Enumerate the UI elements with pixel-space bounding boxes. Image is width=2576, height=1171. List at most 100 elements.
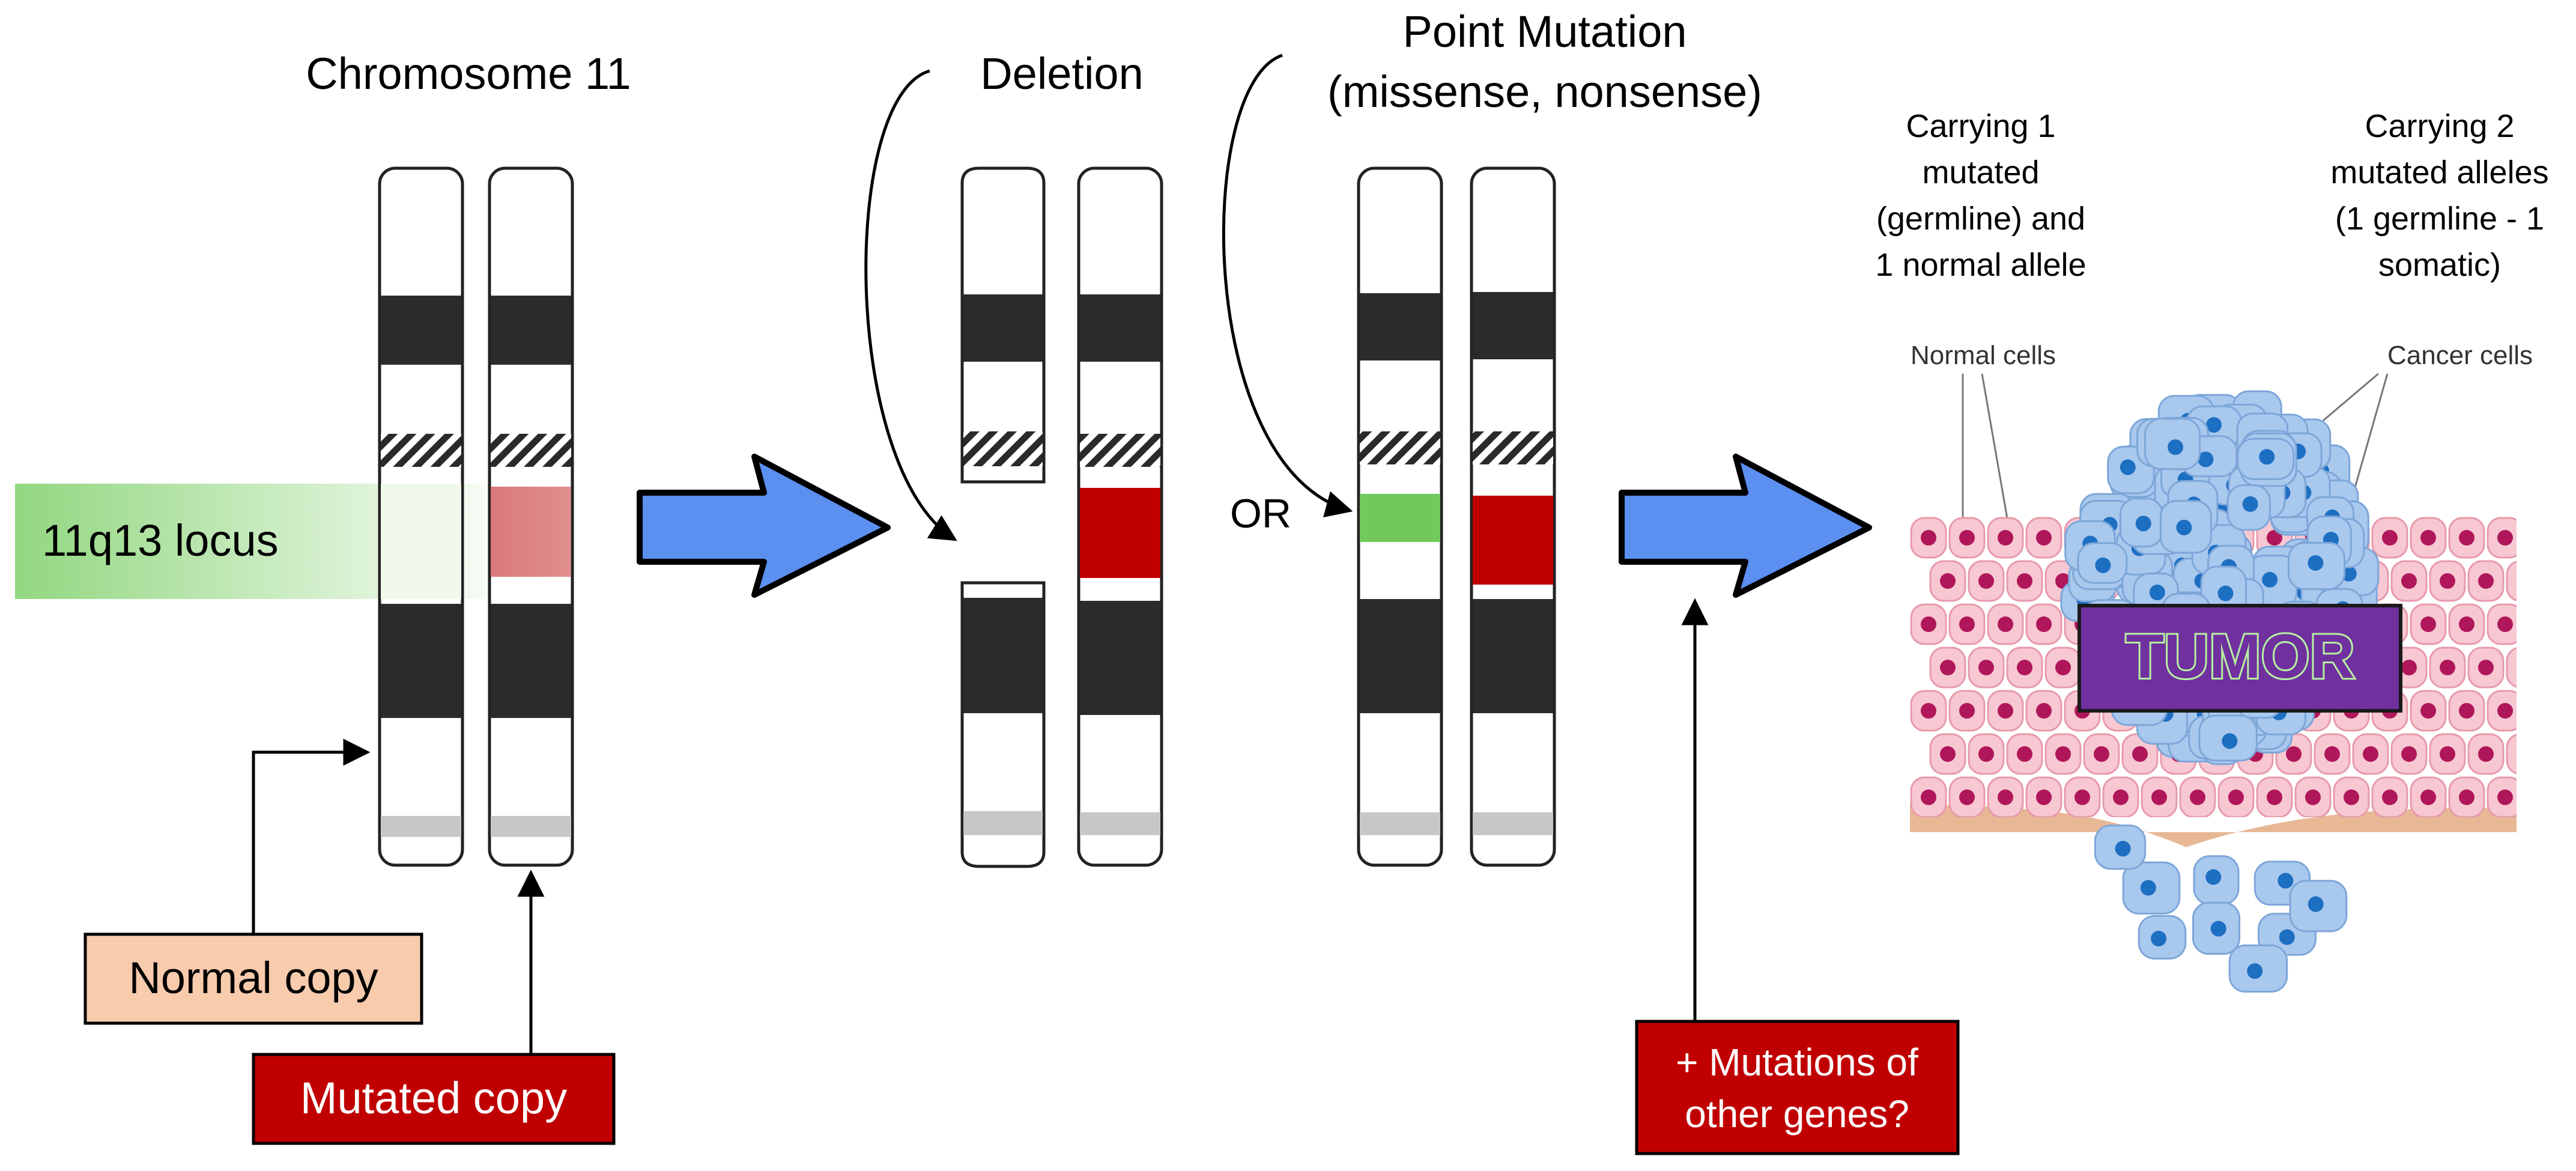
chromosome-normal-1 — [378, 166, 464, 867]
normal-cell — [2314, 733, 2351, 775]
other-mutations-line1: + Mutations of — [1676, 1041, 1918, 1084]
chromosome-mutated-3 — [1470, 166, 1556, 867]
svg-text:(germline) and: (germline) and — [1876, 201, 2085, 237]
cancer-cell — [2144, 418, 2201, 470]
normal-cell — [1910, 603, 1947, 645]
normal-cell — [2410, 690, 2447, 732]
normal-cell — [2352, 733, 2389, 775]
normal-cell — [2467, 646, 2505, 689]
normal-copy-box — [83, 932, 423, 1025]
progression-arrow-2 — [1619, 454, 1872, 598]
normal-cell — [2025, 690, 2062, 732]
normal-cells-label: Normal cells — [1911, 341, 2056, 370]
normal-cell — [1929, 733, 1966, 775]
normal-cell — [1929, 560, 1966, 602]
normal-cell — [2083, 733, 2120, 775]
normal-cell — [2025, 517, 2062, 559]
cancer-cell — [2192, 901, 2241, 955]
normal-cell — [1968, 646, 2005, 689]
normal-cell — [2102, 776, 2139, 817]
normal-cell — [2448, 776, 2485, 817]
normal-cell — [2506, 647, 2517, 688]
cancer-cell — [2122, 861, 2181, 915]
normal-cell — [2333, 776, 2370, 817]
normal-cell — [2487, 776, 2517, 817]
cancer-cell — [2119, 497, 2164, 548]
cancer-cell — [2138, 915, 2187, 960]
normal-cell — [1948, 690, 1986, 732]
normal-cell — [2064, 776, 2101, 817]
svg-text:1 normal allele: 1 normal allele — [1875, 247, 2086, 283]
svg-text:mutated: mutated — [1922, 154, 2039, 190]
chromosome-mutated-1 — [488, 166, 574, 867]
normal-cell — [2371, 776, 2408, 817]
cancer-cell — [2228, 944, 2288, 993]
normal-cell — [2467, 733, 2505, 775]
normal-cell — [1948, 603, 1986, 645]
progression-arrow-1 — [637, 454, 891, 598]
normal-cell — [2410, 603, 2447, 645]
carrying-2-text: Carrying 2 mutated alleles (1 germline -… — [2330, 108, 2548, 283]
cancer-cell — [2226, 484, 2271, 531]
other-mutations-box — [1635, 1020, 1960, 1155]
normal-cell — [2025, 776, 2062, 817]
normal-cell — [2390, 560, 2428, 602]
normal-cell — [1987, 603, 2024, 645]
chromosome-point-mutated-green — [1357, 166, 1443, 867]
normal-cell — [1987, 690, 2024, 732]
normal-cell — [2006, 560, 2043, 602]
normal-cell — [2487, 517, 2517, 559]
cancer-cell — [2237, 437, 2295, 480]
normal-cell — [2429, 560, 2466, 602]
or-label: OR — [1230, 491, 1291, 537]
mutated-copy-label: Mutated copy — [300, 1073, 567, 1123]
normal-cell — [2179, 776, 2216, 817]
tumor-label-box — [2077, 604, 2402, 713]
normal-cell — [1987, 776, 2024, 817]
cancer-cell — [2287, 541, 2346, 591]
normal-cell — [2294, 776, 2332, 817]
normal-cell — [2044, 646, 2082, 689]
deletion-curve-arrow — [864, 69, 957, 541]
tumor-label: TUMOR — [2126, 622, 2354, 692]
normal-cell — [2429, 646, 2466, 689]
normal-cell — [2256, 776, 2293, 817]
svg-text:Carrying 1: Carrying 1 — [1906, 108, 2055, 144]
normal-cell — [1910, 776, 1947, 817]
title-chromosome: Chromosome 11 — [306, 49, 631, 99]
cancer-cell — [2193, 855, 2240, 905]
svg-text:(1 germline - 1: (1 germline - 1 — [2335, 201, 2544, 237]
normal-cell — [2448, 690, 2485, 732]
normal-copy-label: Normal copy — [129, 953, 378, 1003]
cancer-cell — [2159, 500, 2212, 554]
other-mutations-line2: other genes? — [1685, 1092, 1909, 1136]
normal-cell — [1929, 646, 1966, 689]
title-point-mutation: Point Mutation — [1402, 7, 1687, 56]
normal-cell — [1968, 560, 2005, 602]
normal-cell — [1968, 733, 2005, 775]
normal-cell — [2410, 776, 2447, 817]
normal-copy-arrow — [252, 738, 371, 937]
cancer-cells-label: Cancer cells — [2387, 341, 2533, 370]
locus-label: 11q13 locus — [42, 516, 279, 565]
normal-cell — [2506, 734, 2517, 774]
normal-cell — [2487, 690, 2517, 732]
normal-cell — [1987, 517, 2024, 559]
cancer-cell — [2094, 824, 2147, 870]
normal-cell — [2448, 517, 2485, 559]
normal-cell — [2467, 560, 2505, 602]
normal-cell — [2006, 733, 2043, 775]
svg-text:somatic): somatic) — [2378, 247, 2501, 283]
normal-cell — [2390, 733, 2428, 775]
normal-cell — [2506, 561, 2517, 601]
chromosome-mutated-2 — [1077, 166, 1163, 867]
cancer-cell — [2077, 542, 2128, 584]
normal-cell — [2371, 517, 2408, 559]
title-deletion: Deletion — [980, 49, 1144, 99]
title-point-mutation-types: (missense, nonsense) — [1327, 67, 1762, 117]
mutated-copy-box — [252, 1053, 616, 1145]
normal-cell — [2217, 776, 2255, 817]
cancer-cell — [2289, 880, 2348, 932]
